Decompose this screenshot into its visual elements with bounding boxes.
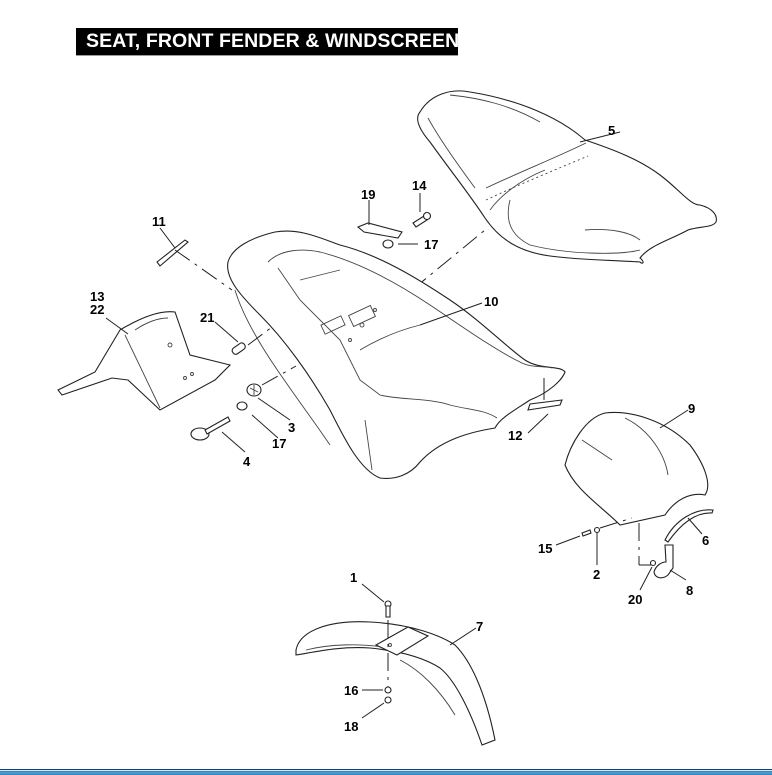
part-washer[interactable]	[236, 401, 248, 411]
callout-8[interactable]: 8	[686, 583, 693, 598]
callout-20[interactable]: 20	[628, 592, 642, 607]
part-grommet[interactable]	[246, 383, 262, 397]
leader-7	[449, 627, 477, 646]
callout-9[interactable]: 9	[688, 401, 695, 416]
part-seat-base[interactable]	[227, 230, 566, 479]
leader-6	[687, 517, 703, 535]
leader-4	[221, 431, 246, 453]
alignment-line	[261, 365, 297, 386]
callout-17-upper[interactable]: 17	[424, 237, 438, 252]
leader-10	[419, 302, 483, 326]
part-front-fender[interactable]	[295, 621, 496, 746]
part-washer-2[interactable]	[593, 526, 601, 534]
callout-18[interactable]: 18	[344, 719, 358, 734]
part-nut-18[interactable]	[384, 696, 392, 704]
callout-22[interactable]: 22	[90, 302, 104, 317]
part-spacer[interactable]	[384, 686, 392, 694]
title-underline	[76, 55, 458, 56]
leader-9	[659, 409, 689, 429]
callout-19[interactable]: 19	[361, 187, 375, 202]
callout-12[interactable]: 12	[508, 428, 522, 443]
leader-3	[257, 397, 291, 421]
leader-13-22	[105, 317, 129, 335]
part-bracket[interactable]	[653, 544, 674, 579]
callout-1[interactable]: 1	[350, 570, 357, 585]
callout-13[interactable]: 13	[90, 289, 104, 304]
part-pad[interactable]	[527, 399, 563, 411]
part-screw-15[interactable]	[581, 529, 592, 537]
leader-11	[159, 227, 176, 249]
part-latch[interactable]	[356, 222, 403, 239]
callout-15[interactable]: 15	[538, 541, 552, 556]
callout-14[interactable]: 14	[412, 178, 427, 193]
leader-20	[639, 566, 653, 591]
callout-11[interactable]: 11	[152, 214, 166, 229]
leader-1	[361, 583, 385, 603]
leader-15	[555, 535, 581, 546]
part-windscreen-trim[interactable]	[664, 509, 714, 543]
part-windscreen[interactable]	[564, 411, 709, 526]
callout-6[interactable]: 6	[702, 533, 709, 548]
callout-17-lower[interactable]: 17	[272, 436, 286, 451]
callout-2[interactable]: 2	[593, 567, 600, 582]
footer-bar	[0, 768, 772, 775]
callout-21[interactable]: 21	[200, 310, 214, 325]
callout-10[interactable]: 10	[484, 294, 498, 309]
leader-18	[361, 702, 385, 719]
part-screw-14[interactable]	[412, 211, 432, 228]
callout-4[interactable]: 4	[243, 454, 251, 469]
part-nut-20[interactable]	[649, 559, 657, 567]
leader-12	[527, 413, 549, 434]
alignment-line	[411, 229, 486, 291]
part-washer-upper[interactable]	[382, 239, 394, 249]
callout-5[interactable]: 5	[608, 123, 615, 138]
alignment-line	[247, 326, 273, 346]
part-knob-bolt[interactable]	[190, 416, 231, 441]
callout-16[interactable]: 16	[344, 683, 358, 698]
leader-17b	[251, 414, 279, 439]
part-tail-panel[interactable]	[57, 311, 232, 411]
callout-3[interactable]: 3	[288, 420, 295, 435]
part-bushing[interactable]	[231, 342, 246, 356]
leader-21	[214, 321, 239, 343]
part-seat[interactable]	[417, 90, 717, 264]
leader-8	[669, 569, 687, 581]
alignment-line	[174, 249, 233, 291]
page-title: SEAT, FRONT FENDER & WINDSCREEN	[76, 28, 459, 55]
part-screw-1[interactable]	[384, 600, 392, 618]
alignment-line	[599, 517, 633, 529]
leader-5	[579, 131, 621, 143]
part-strip[interactable]	[156, 239, 189, 267]
callout-7[interactable]: 7	[476, 619, 483, 634]
